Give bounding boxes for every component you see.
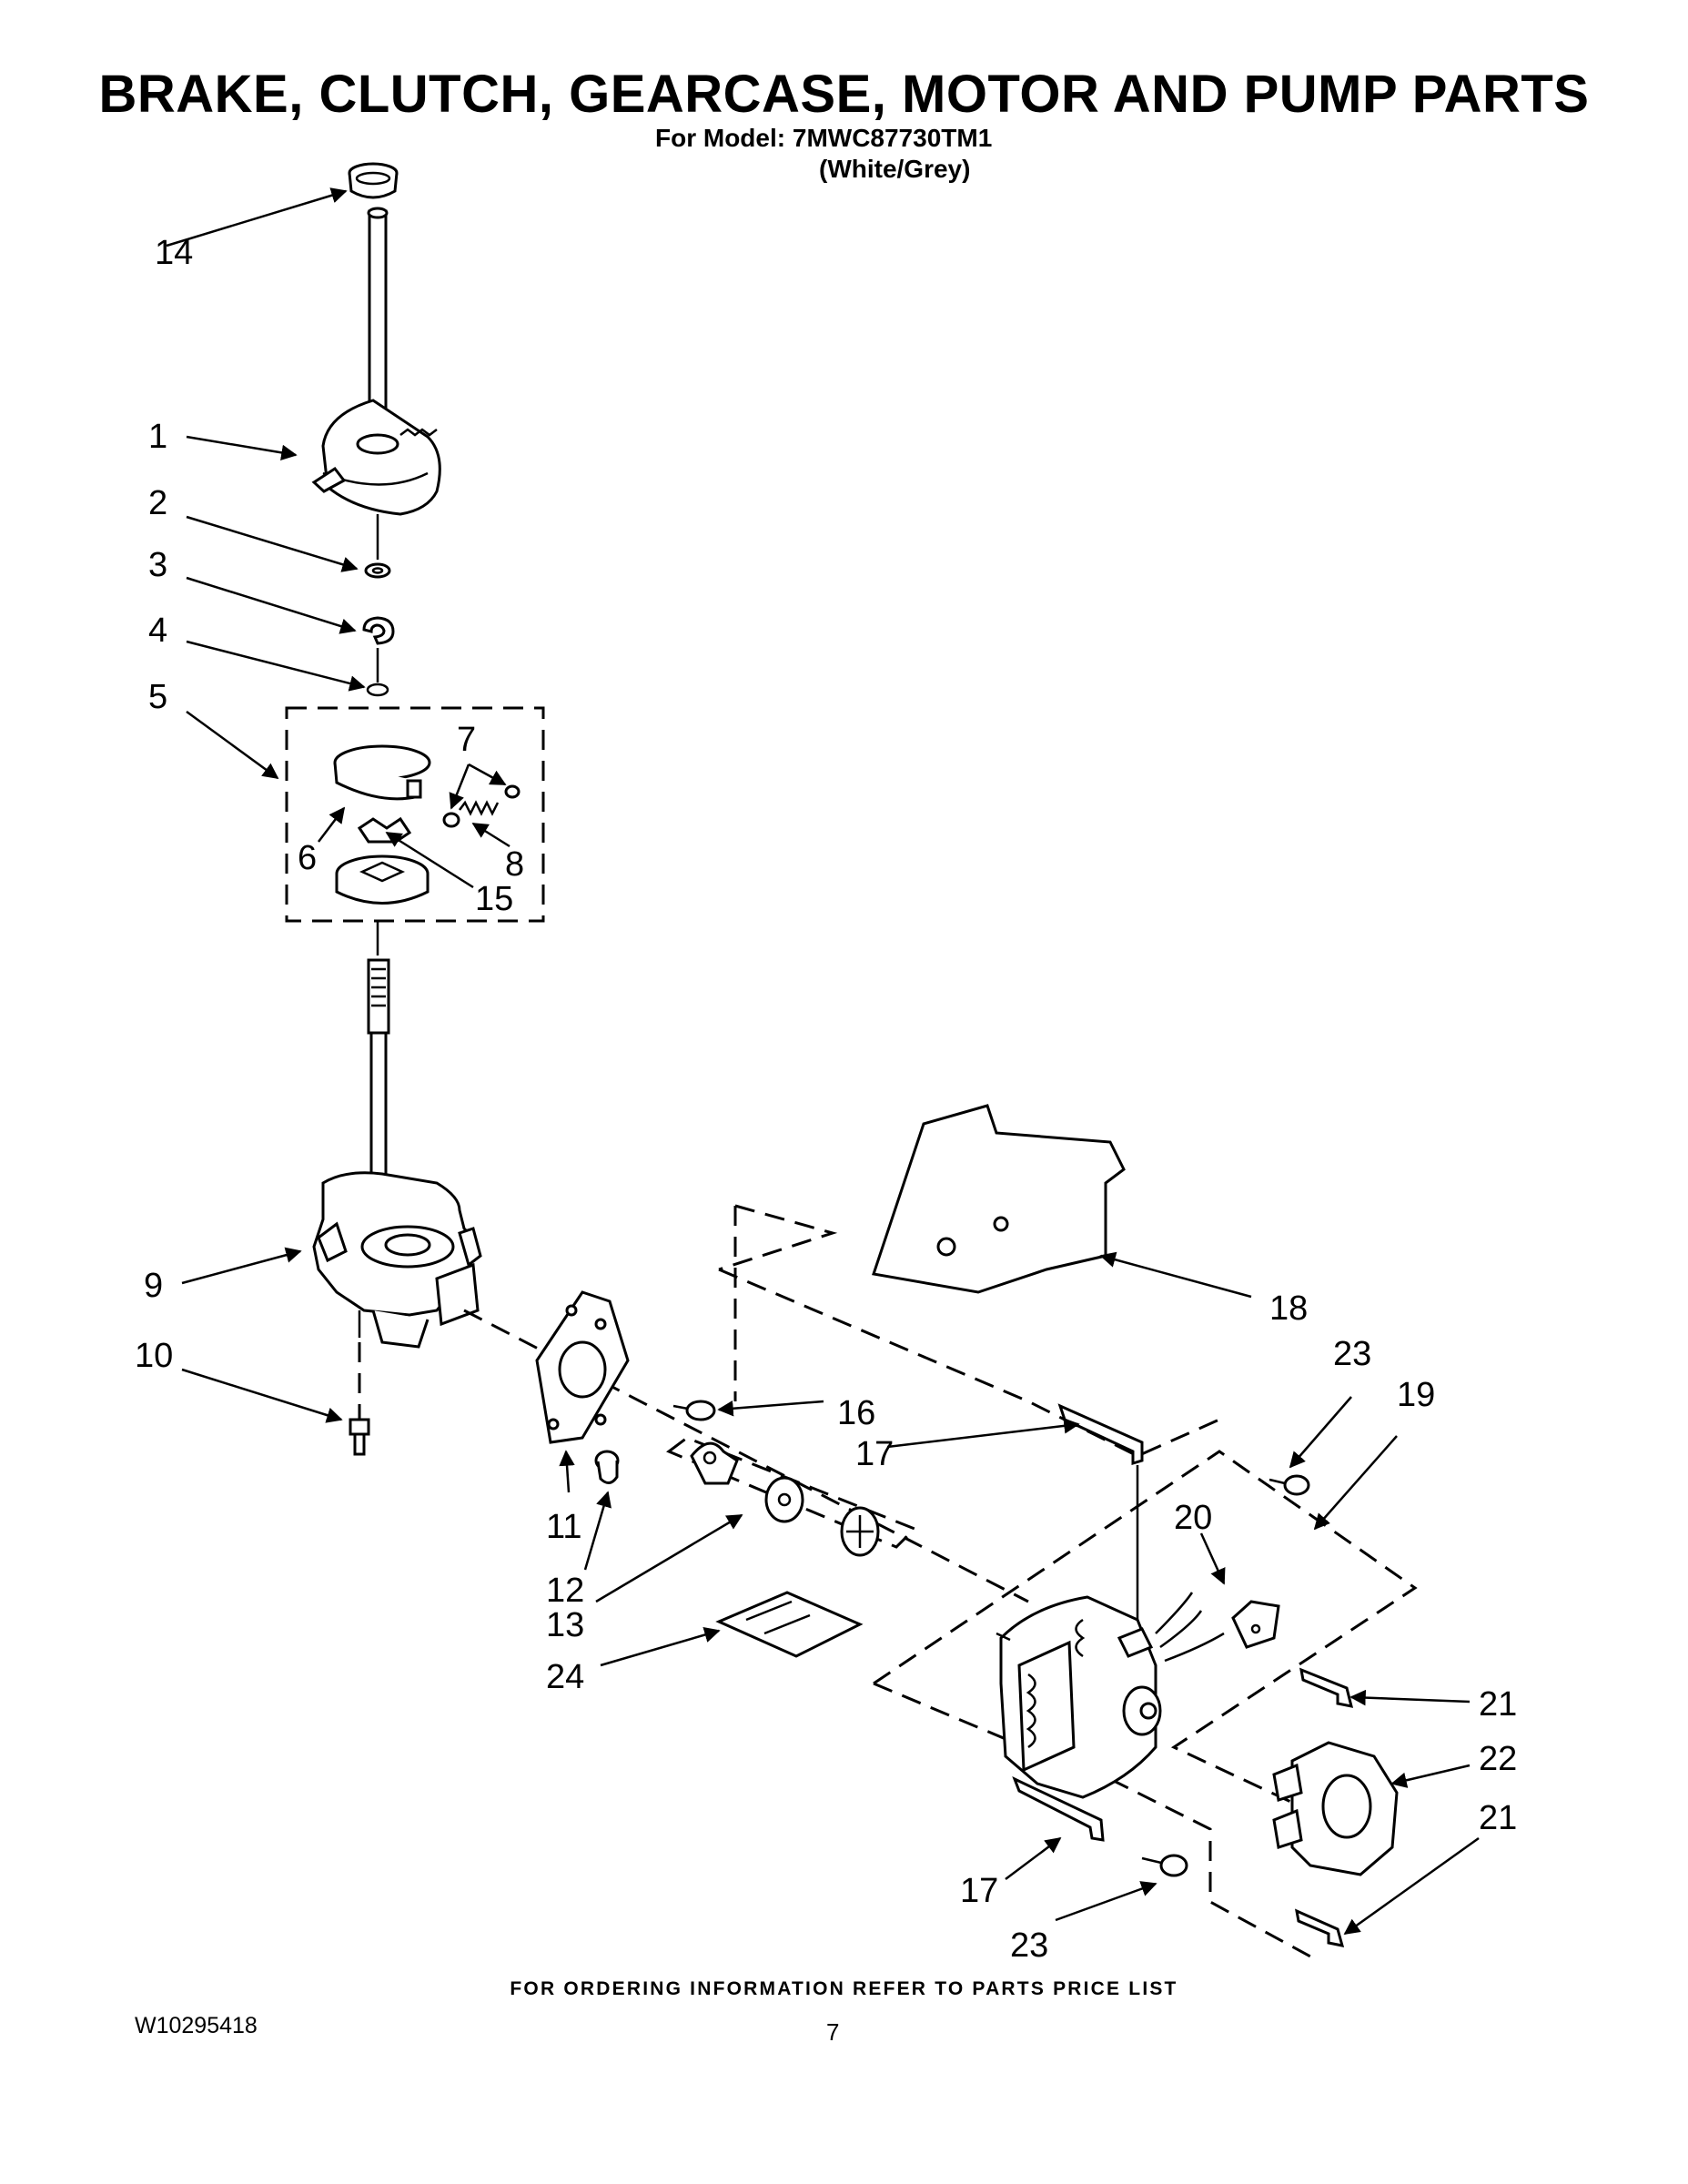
callout-23-lower: 23 <box>1010 1926 1048 1965</box>
part-20-switch <box>1155 1592 1280 1663</box>
clutch-assembly-group-box <box>285 706 545 923</box>
callout-21-lower: 21 <box>1479 1799 1517 1837</box>
part-18-motor-shield <box>872 1104 1126 1294</box>
part-7-spring <box>459 784 521 816</box>
part-23-screw-lower <box>1141 1854 1188 1877</box>
callout-17-upper: 17 <box>855 1435 894 1473</box>
callout-12: 12 <box>546 1572 584 1610</box>
leader-lines <box>166 187 1480 1936</box>
part-19-motor <box>996 1595 1162 1799</box>
part-17-clip-lower <box>1012 1776 1105 1842</box>
callout-23-upper: 23 <box>1333 1335 1371 1373</box>
part-12-bumper <box>594 1450 620 1484</box>
callout-11: 11 <box>546 1508 581 1546</box>
callout-1: 1 <box>148 418 167 456</box>
callout-19: 19 <box>1397 1376 1435 1414</box>
part-8-plug <box>442 812 460 828</box>
part-6-clutch-band <box>333 744 431 801</box>
callout-2: 2 <box>148 484 167 522</box>
callout-labels: 14 1 2 3 4 5 6 7 8 15 9 10 11 12 13 24 1… <box>135 234 1517 1965</box>
part-13-coupling-half-a <box>690 1441 739 1485</box>
part-21-clip-lower <box>1295 1908 1345 1947</box>
callout-24: 24 <box>546 1658 584 1696</box>
callout-17-lower: 17 <box>960 1872 998 1910</box>
part-21-clip-upper <box>1299 1667 1354 1708</box>
part-24-shield <box>715 1591 864 1658</box>
callout-7: 7 <box>457 721 476 759</box>
part-9-shaft <box>367 921 390 1208</box>
callout-21-upper: 21 <box>1479 1685 1517 1724</box>
color-line: (White/Grey) <box>819 155 971 183</box>
motor-assembly-group-box <box>873 1450 1418 1813</box>
part-1-spin-tube-brake-assembly <box>311 207 441 560</box>
callout-16: 16 <box>837 1394 875 1432</box>
coupling-assembly-group-box <box>666 1436 917 1549</box>
callout-14: 14 <box>155 234 193 272</box>
part-13-coupling-half-b <box>840 1506 880 1557</box>
part-14-seal <box>348 162 399 199</box>
callout-20: 20 <box>1174 1499 1212 1537</box>
part-9-gearcase <box>312 1171 482 1349</box>
part-15-clutch-drum <box>335 816 430 905</box>
part-23-screw-upper <box>1269 1474 1310 1496</box>
part-3-clip <box>362 616 395 645</box>
callout-9: 9 <box>144 1267 163 1305</box>
page-number: 7 <box>826 2018 840 2046</box>
callout-5: 5 <box>148 678 167 716</box>
part-2-washer <box>364 562 391 579</box>
callout-3: 3 <box>148 546 167 584</box>
model-line: For Model: 7MWC87730TM1 <box>655 124 993 152</box>
part-22-pump <box>1272 1741 1399 1876</box>
callout-10: 10 <box>135 1337 173 1375</box>
part-16-screw <box>672 1400 716 1421</box>
part-11-motor-mount-plate <box>535 1290 630 1444</box>
ordering-note: FOR ORDERING INFORMATION REFER TO PARTS … <box>510 1978 1178 1999</box>
callout-22: 22 <box>1479 1740 1517 1778</box>
callout-15: 15 <box>475 880 513 918</box>
motor-group-center-line <box>718 1204 1220 1458</box>
document-number: W10295418 <box>135 2013 258 2038</box>
callout-18: 18 <box>1269 1289 1308 1328</box>
part-10-screw <box>349 1418 370 1456</box>
part-4-retaining-ring <box>366 648 389 697</box>
callout-13: 13 <box>546 1606 584 1644</box>
callout-4: 4 <box>148 612 167 650</box>
callout-6: 6 <box>298 839 317 877</box>
page-title: BRAKE, CLUTCH, GEARCASE, MOTOR AND PUMP … <box>98 65 1590 124</box>
part-13-coupling-disc <box>764 1476 804 1523</box>
callout-8: 8 <box>505 845 524 884</box>
